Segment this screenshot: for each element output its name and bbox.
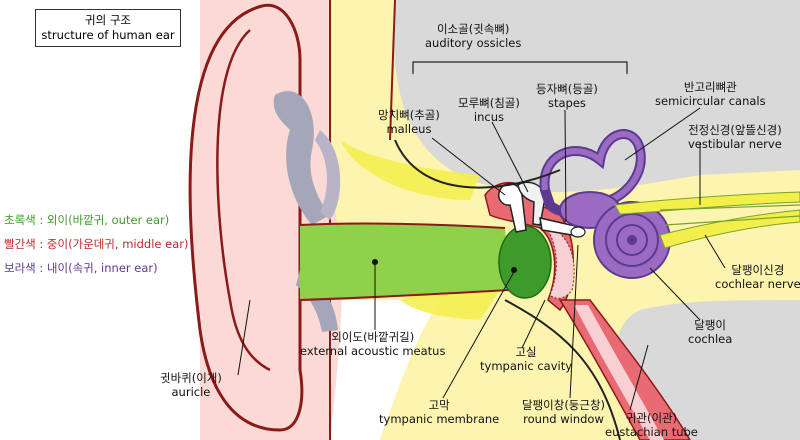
title-korean: 귀의 구조 xyxy=(85,13,131,27)
auricle-cartilage-upper xyxy=(273,91,330,225)
label-external-acoustic-meatus: 외이도(바깥귀길) external acoustic meatus xyxy=(300,330,446,358)
auricle-fold xyxy=(216,29,271,372)
label-cochlea: 달팽이 cochlea xyxy=(688,318,733,346)
label-incus: 모루뼈(침골) incus xyxy=(458,96,520,124)
ossicles-bracket xyxy=(412,61,628,74)
malleus-shape xyxy=(498,183,527,233)
external-acoustic-meatus xyxy=(300,223,510,300)
vestibular-nerve-shape xyxy=(614,191,800,215)
title-box: 귀의 구조 structure of human ear xyxy=(35,9,181,47)
bone-yellow-band-top xyxy=(340,140,480,200)
legend-inner-ear: 보라색 : 내이(속귀, inner ear) xyxy=(4,261,158,275)
label-auditory-ossicles: 이소골(귓속뼈) auditory ossicles xyxy=(425,22,522,50)
tympanic-membrane-shape xyxy=(498,225,552,299)
label-tympanic-cavity: 고실 tympanic cavity xyxy=(480,345,573,373)
oval-window xyxy=(570,226,586,238)
label-eustachian-tube: 귀관(이관) eustachian tube xyxy=(605,411,698,439)
eustachian-inner xyxy=(574,305,664,440)
label-auricle: 귓바퀴(이개) auricle xyxy=(160,371,222,399)
auricle-shape xyxy=(188,3,304,432)
label-vestibular-nerve: 전정신경(앞뜰신경) vestibular nerve xyxy=(688,123,782,151)
label-round-window: 달팽이창(둥근창) round window xyxy=(522,398,606,426)
label-tympanic-membrane: 고막 tympanic membrane xyxy=(379,398,500,426)
middle-ear-space xyxy=(543,224,575,299)
label-malleus: 망치뼈(추골) malleus xyxy=(378,108,440,136)
label-semicircular-canals: 반고리뼈관 semicircular canals xyxy=(655,80,766,108)
bone-yellow-band-bottom xyxy=(400,288,500,320)
legend-middle-ear: 빨간색 : 중이(가운데귀, middle ear) xyxy=(4,237,189,251)
incus-shape xyxy=(517,181,546,226)
label-cochlear-nerve: 달팽이신경 cochlear nerve xyxy=(715,263,800,291)
legend-outer-ear: 초록색 : 외이(바깥귀, outer ear) xyxy=(4,213,170,227)
title-english: structure of human ear xyxy=(41,28,175,42)
cochlear-nerve-shape xyxy=(659,209,800,249)
leader-lines xyxy=(237,107,726,411)
label-stapes: 등자뼈(등골) stapes xyxy=(536,82,598,110)
concha-cartilage xyxy=(315,130,341,220)
